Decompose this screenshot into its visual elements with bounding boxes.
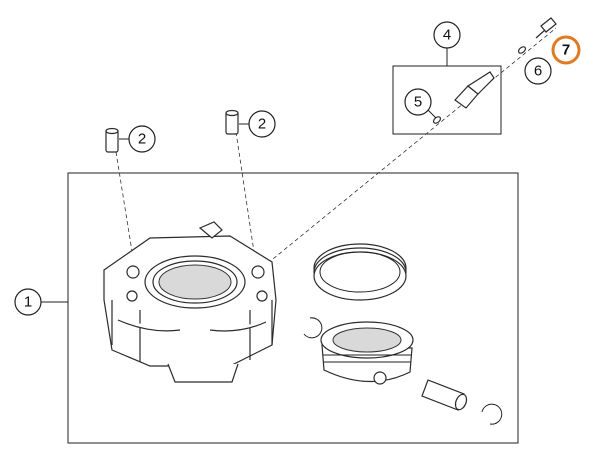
spark-plug: [432, 71, 495, 124]
assembly-axis-lines: [115, 27, 557, 273]
callout-1: 1: [14, 288, 42, 316]
cylinder-block: [103, 221, 277, 383]
piston-rings: [313, 243, 407, 301]
circlip-right: [481, 403, 503, 425]
callout-5: 5: [404, 88, 432, 116]
callout-label-1: 1: [24, 294, 32, 311]
callout-label-6: 6: [534, 63, 542, 80]
callout-6: 6: [524, 57, 552, 85]
callout-label-4: 4: [443, 27, 451, 44]
cylinder-assembly-frame: [67, 172, 519, 444]
callout-label-5: 5: [414, 94, 422, 111]
callout-2a: 2: [128, 125, 156, 153]
dowel-pin-left: [105, 127, 119, 153]
callout-leader-5: [427, 109, 437, 119]
washer: [517, 46, 527, 54]
callout-4: 4: [433, 21, 461, 49]
callout-7-highlighted: 7: [551, 35, 581, 65]
callout-2b: 2: [248, 110, 276, 138]
piston-pin: [421, 379, 468, 411]
circlip-left: [303, 317, 323, 339]
callout-label-2a: 2: [138, 131, 146, 148]
piston: [320, 321, 414, 385]
dowel-pin-right: [225, 109, 239, 135]
bolt: [535, 17, 557, 39]
callout-label-2b: 2: [258, 116, 266, 133]
callout-label-7: 7: [562, 42, 570, 59]
